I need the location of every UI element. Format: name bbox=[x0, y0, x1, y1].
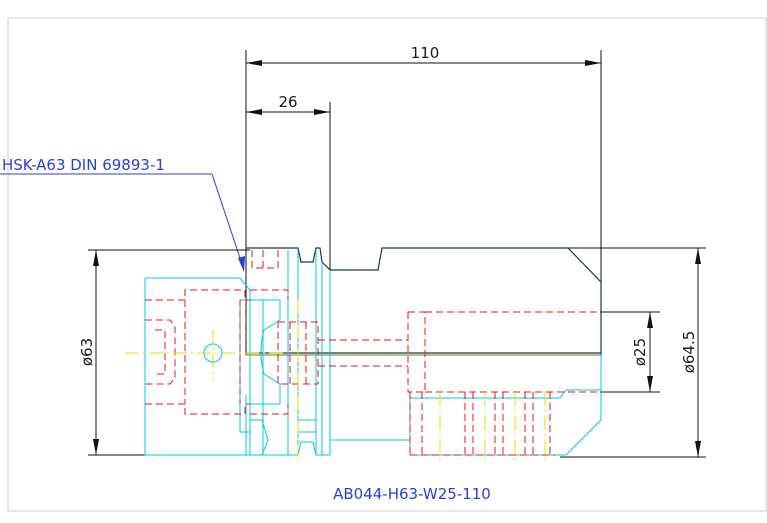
overall-length-label: 110 bbox=[411, 44, 440, 62]
hsk-reference-label: HSK-A63 DIN 69893-1 bbox=[2, 156, 165, 174]
dimension-shank-length: 26 bbox=[246, 93, 331, 270]
leader-hsk-reference: HSK-A63 DIN 69893-1 bbox=[0, 156, 245, 272]
center-lines bbox=[125, 300, 546, 460]
shank-length-label: 26 bbox=[278, 93, 297, 111]
bore-diameter-label: ø25 bbox=[631, 338, 649, 366]
drive-hole bbox=[203, 343, 223, 363]
drawing-frame bbox=[7, 17, 767, 512]
dimension-flange-diameter: ø63 bbox=[78, 249, 250, 456]
body-diameter-label: ø64.5 bbox=[680, 331, 698, 374]
part-number-label: AB044-H63-W25-110 bbox=[333, 485, 491, 503]
tool-body-upper-outline bbox=[246, 247, 602, 356]
dimension-body-diameter: ø64.5 bbox=[560, 247, 706, 458]
dimension-bore-diameter: ø25 bbox=[600, 311, 660, 393]
dimension-overall-length: 110 bbox=[245, 44, 602, 355]
flange-diameter-label: ø63 bbox=[78, 338, 96, 366]
hidden-features bbox=[145, 250, 601, 456]
